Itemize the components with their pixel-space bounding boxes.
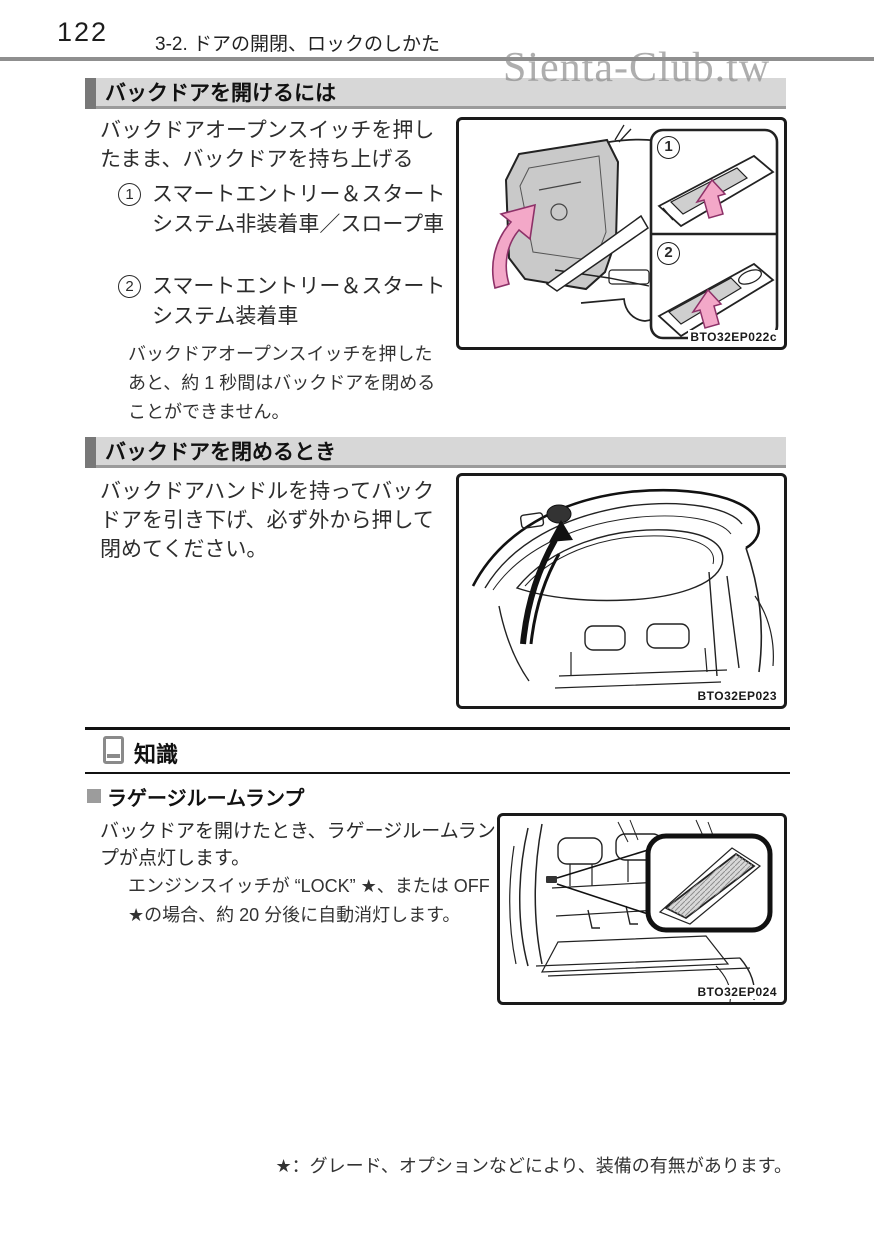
figure-label: BTO32EP022c xyxy=(688,330,779,344)
knowledge-rule-bottom xyxy=(85,772,790,774)
figure-backdoor-close: BTO32EP023 xyxy=(456,473,787,709)
item-number-badge: 2 xyxy=(118,275,141,298)
figure-luggage-lamp: BTO32EP024 xyxy=(497,813,787,1005)
close-body-text: バックドアハンドルを持ってバックドアを引き下げ、必ず外から押して閉めてください。 xyxy=(100,480,435,561)
section-open-title: バックドアを開けるには xyxy=(105,82,336,105)
chapter-title: 3-2. ドアの開閉、ロックのしかた xyxy=(155,34,441,55)
header-rule xyxy=(0,57,874,61)
backdoor-open-illustration xyxy=(491,124,779,340)
section-tab-icon xyxy=(85,437,96,468)
inset-number-2: 2 xyxy=(657,242,680,265)
item-number-badge: 1 xyxy=(118,183,141,206)
section-open-header: バックドアを開けるには xyxy=(85,78,786,109)
inset-number-1: 1 xyxy=(657,136,680,159)
open-note-text: バックドアオープンスイッチを押したあと、約 1 秒間はバックドアを閉めることがで… xyxy=(128,344,436,422)
section-close-title: バックドアを閉めるとき xyxy=(105,441,336,464)
luggage-lamp-title: ラゲージルームランプ xyxy=(107,788,305,810)
figure-backdoor-open: 1 2 BTO32EP022c xyxy=(456,117,787,350)
square-bullet-icon xyxy=(87,789,101,803)
open-item-2: 2 スマートエントリー＆スタートシステム装着車 xyxy=(118,272,448,332)
section-close-header: バックドアを閉めるとき xyxy=(85,437,786,468)
backdoor-close-illustration xyxy=(471,489,774,689)
figure-label: BTO32EP024 xyxy=(695,985,779,999)
section-tab-icon xyxy=(85,78,96,109)
book-icon xyxy=(103,736,124,764)
open-intro-text: バックドアオープンスイッチを押したまま、バックドアを持ち上げる xyxy=(100,119,435,171)
luggage-lamp-note: エンジンスイッチが “LOCK” ★、または OFF ★の場合、約 20 分後に… xyxy=(128,876,490,925)
footer-note: ★：グレード、オプションなどにより、装備の有無があります。 xyxy=(275,1156,792,1176)
luggage-lamp-body: バックドアを開けたとき、ラゲージルームランプが点灯します。 xyxy=(100,821,496,869)
knowledge-rule-top xyxy=(85,727,790,730)
page-number: 122 xyxy=(57,17,109,47)
watermark: Sienta-Club.tw xyxy=(503,45,771,91)
knowledge-title: 知識 xyxy=(134,742,179,767)
item-text: スマートエントリー＆スタートシステム非装着車／スロープ車 xyxy=(152,183,446,236)
figure-label: BTO32EP023 xyxy=(695,689,779,703)
luggage-lamp-illustration xyxy=(509,819,773,1002)
open-item-1: 1 スマートエントリー＆スタートシステム非装着車／スロープ車 xyxy=(118,180,448,240)
item-text: スマートエントリー＆スタートシステム装着車 xyxy=(152,275,446,328)
